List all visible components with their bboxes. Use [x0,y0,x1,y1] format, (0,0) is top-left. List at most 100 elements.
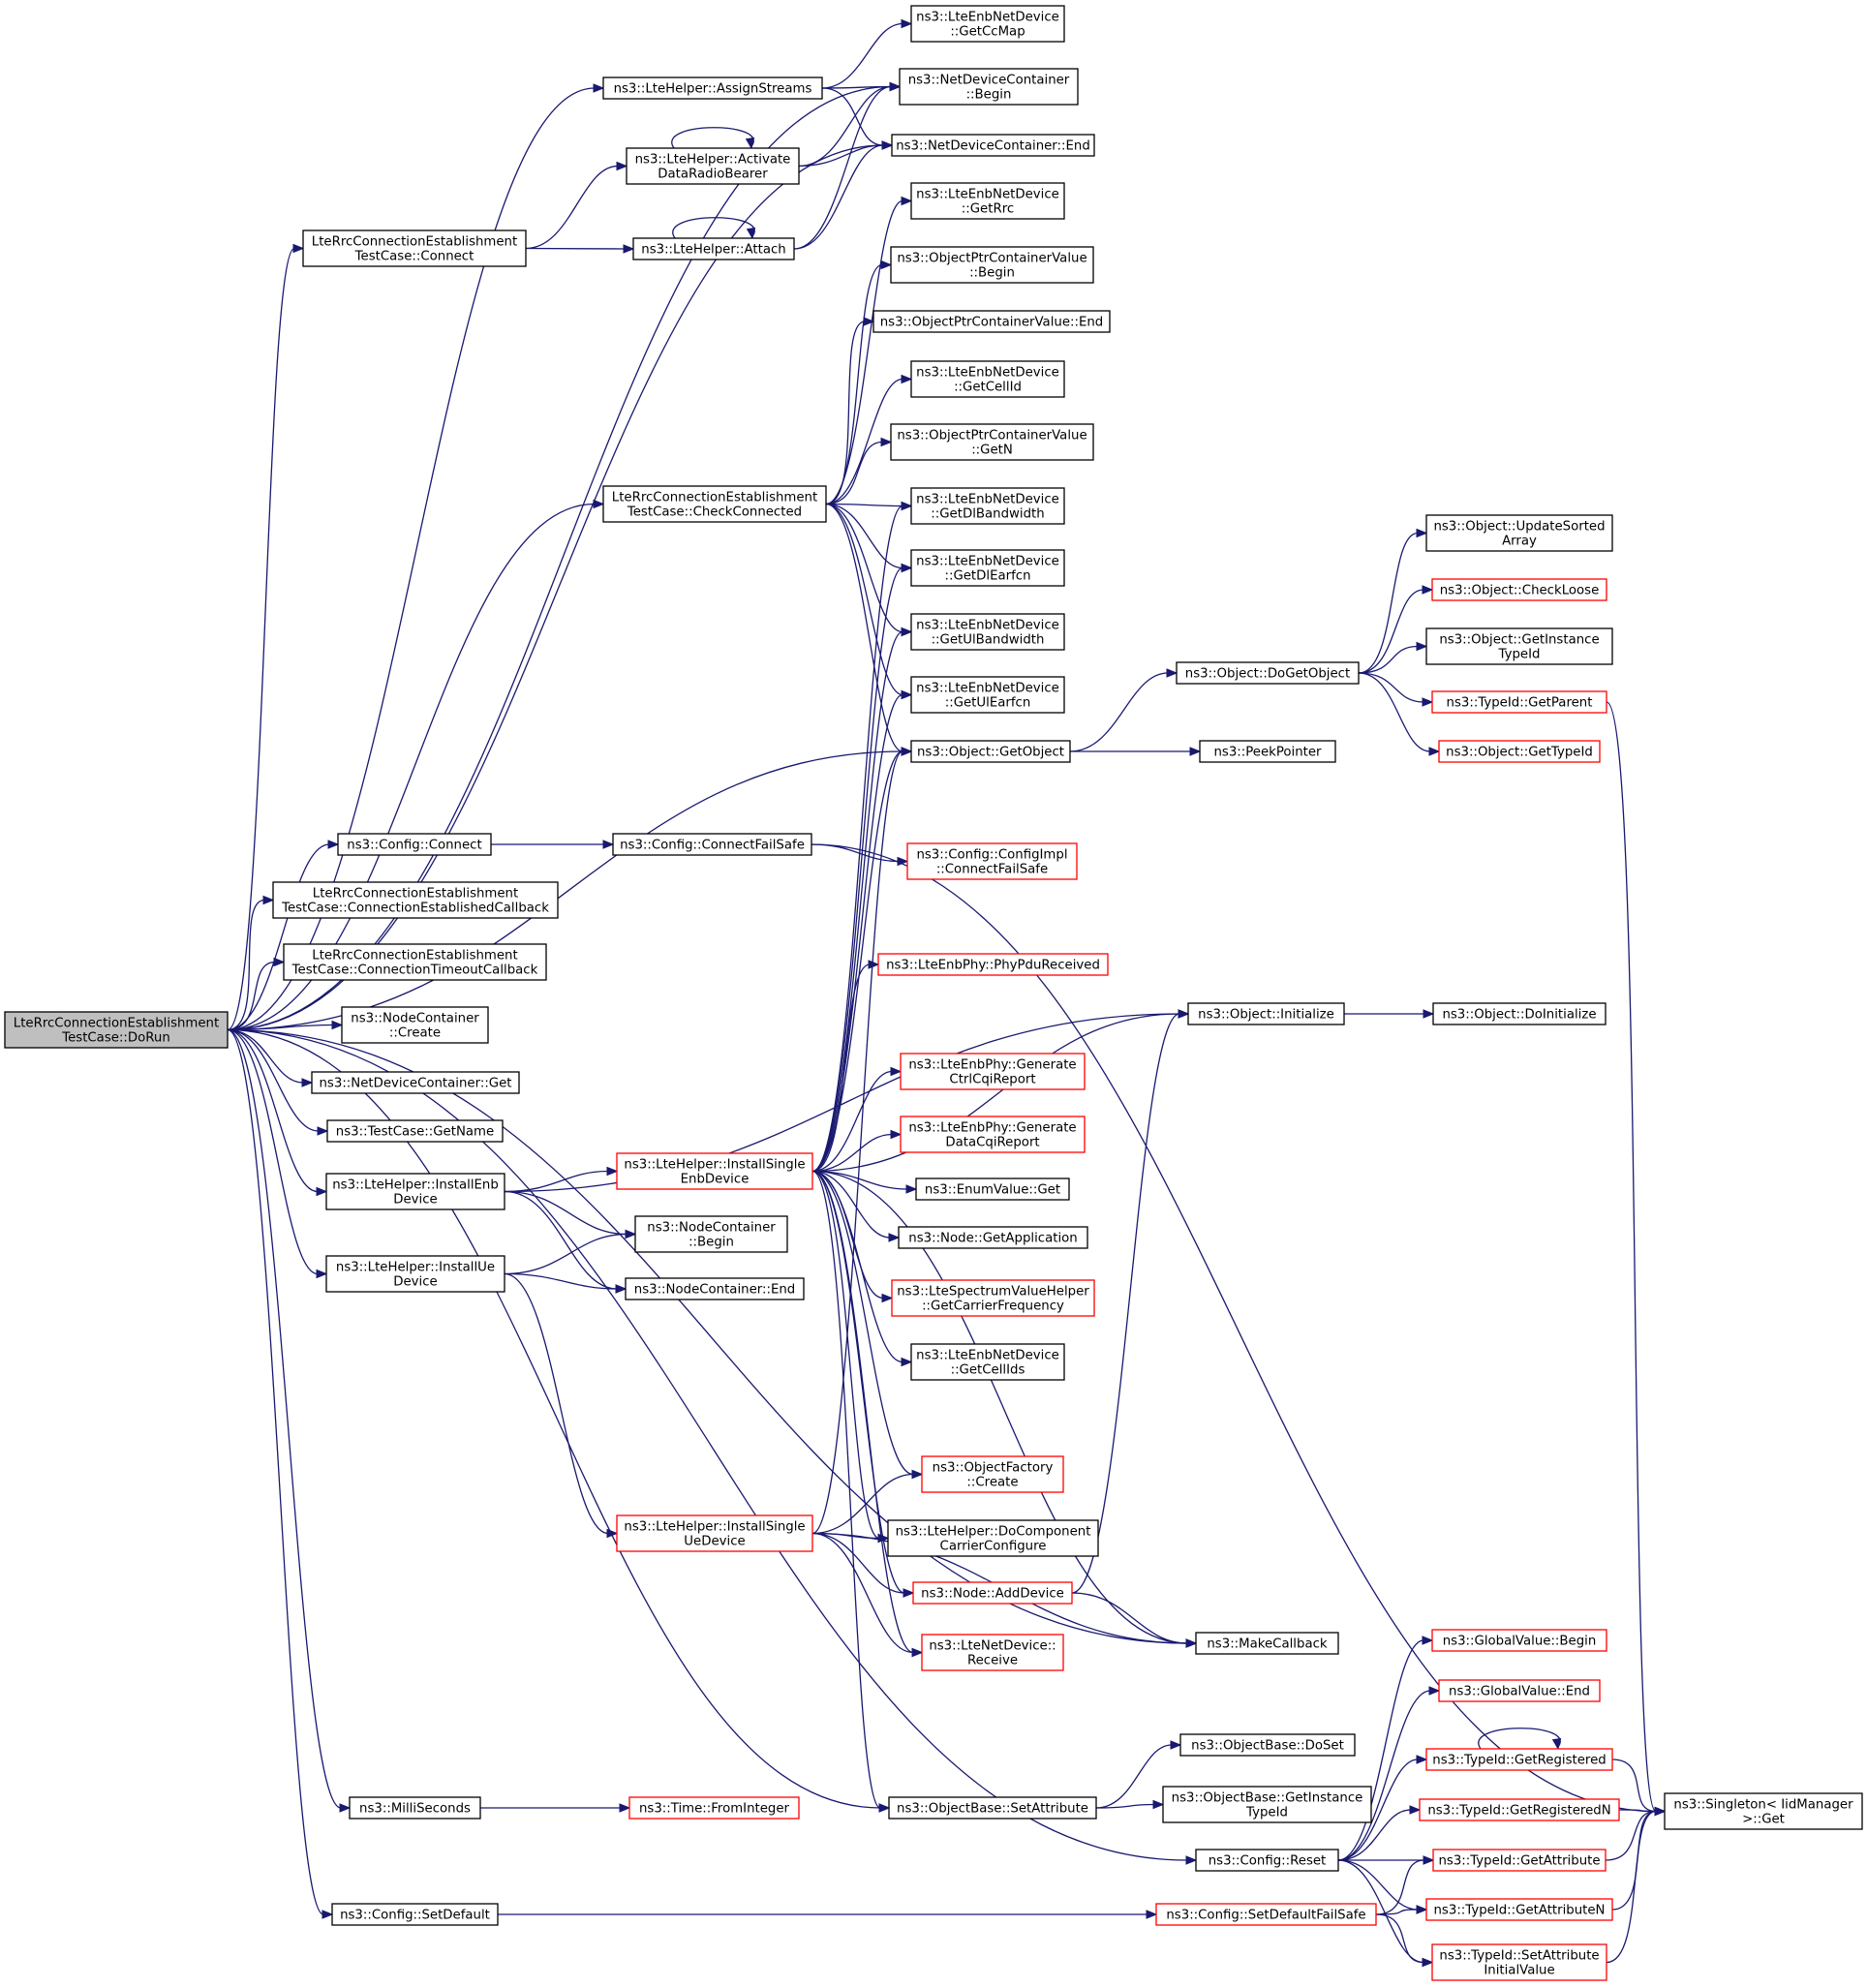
node-getccmap[interactable]: ns3::LteEnbNetDevice::GetCcMap [910,5,1065,43]
node-getattributen[interactable]: ns3::TypeId::GetAttributeN [1425,1898,1613,1921]
node-ndcbegin[interactable]: ns3::NetDeviceContainer::Begin [899,68,1079,106]
edge-getobject-to-dogetobject [1069,668,1178,752]
node-label: ns3::LteEnbNetDevice [916,11,1059,25]
edge-getregistered-to-getregistered [1478,1728,1562,1751]
node-label: ::GetN [971,443,1013,458]
node-adddevice[interactable]: ns3::Node::AddDevice [912,1581,1073,1605]
node-label: ns3::NodeContainer [647,1221,776,1236]
node-cfgimplcfs[interactable]: ns3::Config::ConfigImpl::ConnectFailSafe [906,842,1078,880]
node-initialize[interactable]: ns3::Object::Initialize [1187,1002,1345,1025]
node-tcgetname[interactable]: ns3::TestCase::GetName [326,1119,504,1143]
node-label: ns3::Object::GetTypeId [1446,746,1593,760]
node-dorun[interactable]: LteRrcConnectionEstablishmentTestCase::D… [4,1011,229,1049]
node-peekpointer[interactable]: ns3::PeekPointer [1199,740,1336,763]
node-label: ::GetUlEarfcn [945,696,1031,711]
node-ndcend[interactable]: ns3::NetDeviceContainer::End [891,134,1095,157]
node-gvbegin[interactable]: ns3::GlobalValue::Begin [1431,1629,1607,1652]
node-ogettypeid[interactable]: ns3::Object::GetTypeId [1438,740,1601,763]
node-conntimeoutcb[interactable]: LteRrcConnectionEstablishmentTestCase::C… [283,943,547,981]
node-cfgsetdefault[interactable]: ns3::Config::SetDefault [331,1903,499,1926]
edge-cfgsetdefault-to-cfgsetdefaultfs [497,1910,1158,1919]
node-docc[interactable]: ns3::LteHelper::DoComponentCarrierConfig… [887,1519,1099,1557]
edge-installue-to-ncend [504,1272,627,1294]
node-nccreate[interactable]: ns3::NodeContainer::Create [341,1006,489,1044]
node-ncend[interactable]: ns3::NodeContainer::End [625,1277,805,1300]
node-assignstreams[interactable]: ns3::LteHelper::AssignStreams [602,76,823,100]
node-singletonget[interactable]: ns3::Singleton< IidManager>::Get [1664,1792,1863,1830]
node-getrrc[interactable]: ns3::LteEnbNetDevice::GetRrc [910,182,1065,220]
node-label: ns3::LteHelper::Activate [635,153,791,168]
node-label: ns3::LteSpectrumValueHelper [897,1285,1089,1300]
node-label: TestCase::ConnectionTimeoutCallback [291,963,538,978]
node-label: ::Begin [966,88,1012,103]
edge-cfgsetdefaultfs-to-getattribute [1375,1855,1435,1915]
node-getulbw[interactable]: ns3::LteEnbNetDevice::GetUlBandwidth [910,613,1065,651]
node-connect[interactable]: LteRrcConnectionEstablishmentTestCase::C… [302,229,527,267]
node-ltendreceive[interactable]: ns3::LteNetDevice::Receive [921,1634,1064,1671]
node-ncbegin[interactable]: ns3::NodeContainer::Begin [634,1215,788,1253]
node-doinitialize[interactable]: ns3::Object::DoInitialize [1432,1002,1607,1025]
node-setattribute[interactable]: ns3::ObjectBase::SetAttribute [888,1796,1097,1820]
node-cfgconnectfs[interactable]: ns3::Config::ConnectFailSafe [612,833,812,856]
node-getparent[interactable]: ns3::TypeId::GetParent [1431,690,1607,714]
node-ofcreate[interactable]: ns3::ObjectFactory::Create [921,1455,1064,1493]
node-label: LteRrcConnectionEstablishment [612,491,817,505]
node-phypdu[interactable]: ns3::LteEnbPhy::PhyPduReceived [877,953,1109,976]
node-getregisteredn[interactable]: ns3::TypeId::GetRegisteredN [1419,1798,1620,1821]
node-opcvend[interactable]: ns3::ObjectPtrContainerValue::End [872,310,1111,333]
edge-getobject-to-peekpointer [1069,747,1202,756]
edge-installsingleenb-to-gendatacqi [811,1129,903,1173]
node-enumget[interactable]: ns3::EnumValue::Get [915,1178,1070,1201]
edge-dorun-to-installue [227,1028,328,1279]
node-label: CtrlCqiReport [949,1073,1035,1087]
edge-dogetobject-to-updatesorted [1358,528,1428,674]
node-attach[interactable]: ns3::LteHelper::Attach [632,237,795,260]
node-getcellids[interactable]: ns3::LteEnbNetDevice::GetCellIds [910,1343,1065,1381]
node-opcvbegin[interactable]: ns3::ObjectPtrContainerValue::Begin [890,246,1094,284]
node-getcarrierfreq[interactable]: ns3::LteSpectrumValueHelper::GetCarrierF… [891,1279,1095,1317]
node-getapp[interactable]: ns3::Node::GetApplication [898,1226,1088,1249]
node-getregistered[interactable]: ns3::TypeId::GetRegistered [1425,1748,1613,1771]
node-label: ns3::LteEnbPhy::Generate [908,1121,1076,1136]
edge-cfgreset-to-gvend [1337,1686,1441,1861]
node-cfgsetdefaultfs[interactable]: ns3::Config::SetDefaultFailSafe [1155,1903,1377,1926]
node-fromint[interactable]: ns3::Time::FromInteger [628,1796,800,1820]
node-getattribute[interactable]: ns3::TypeId::GetAttribute [1432,1849,1607,1872]
node-milliseconds[interactable]: ns3::MilliSeconds [349,1796,481,1820]
node-label: ::GetCellIds [951,1363,1025,1378]
node-getdlearfcn[interactable]: ns3::LteEnbNetDevice::GetDlEarfcn [910,549,1065,587]
edge-installenb-to-ncbegin [504,1190,637,1239]
node-gvend[interactable]: ns3::GlobalValue::End [1438,1679,1601,1702]
node-ndcget[interactable]: ns3::NetDeviceContainer::Get [311,1071,520,1094]
node-makecallback[interactable]: ns3::MakeCallback [1195,1632,1339,1655]
node-label: ns3::LteNetDevice:: [929,1639,1056,1654]
node-getulearfcn[interactable]: ns3::LteEnbNetDevice::GetUlEarfcn [910,676,1065,714]
node-cfgconnect[interactable]: ns3::Config::Connect [337,833,492,856]
node-connestcb[interactable]: LteRrcConnectionEstablishmentTestCase::C… [272,881,559,919]
node-label: TestCase::CheckConnected [627,505,802,520]
edge-attach-to-attach [672,217,756,240]
node-getdlbw[interactable]: ns3::LteEnbNetDevice::GetDlBandwidth [910,487,1065,525]
node-opcvgetn[interactable]: ns3::ObjectPtrContainerValue::GetN [890,423,1094,461]
node-cfgreset[interactable]: ns3::Config::Reset [1195,1849,1339,1872]
node-getcellid[interactable]: ns3::LteEnbNetDevice::GetCellId [910,360,1065,398]
node-doset[interactable]: ns3::ObjectBase::DoSet [1179,1733,1356,1757]
node-checkloose[interactable]: ns3::Object::CheckLoose [1431,578,1607,601]
node-getobject[interactable]: ns3::Object::GetObject [910,740,1071,763]
node-checkconnected[interactable]: LteRrcConnectionEstablishmentTestCase::C… [602,485,827,523]
node-dogetobject[interactable]: ns3::Object::DoGetObject [1176,661,1360,685]
node-label: ns3::NetDeviceContainer::End [896,139,1090,154]
node-label: TestCase::Connect [354,250,474,264]
node-label: TestCase::DoRun [61,1031,170,1046]
